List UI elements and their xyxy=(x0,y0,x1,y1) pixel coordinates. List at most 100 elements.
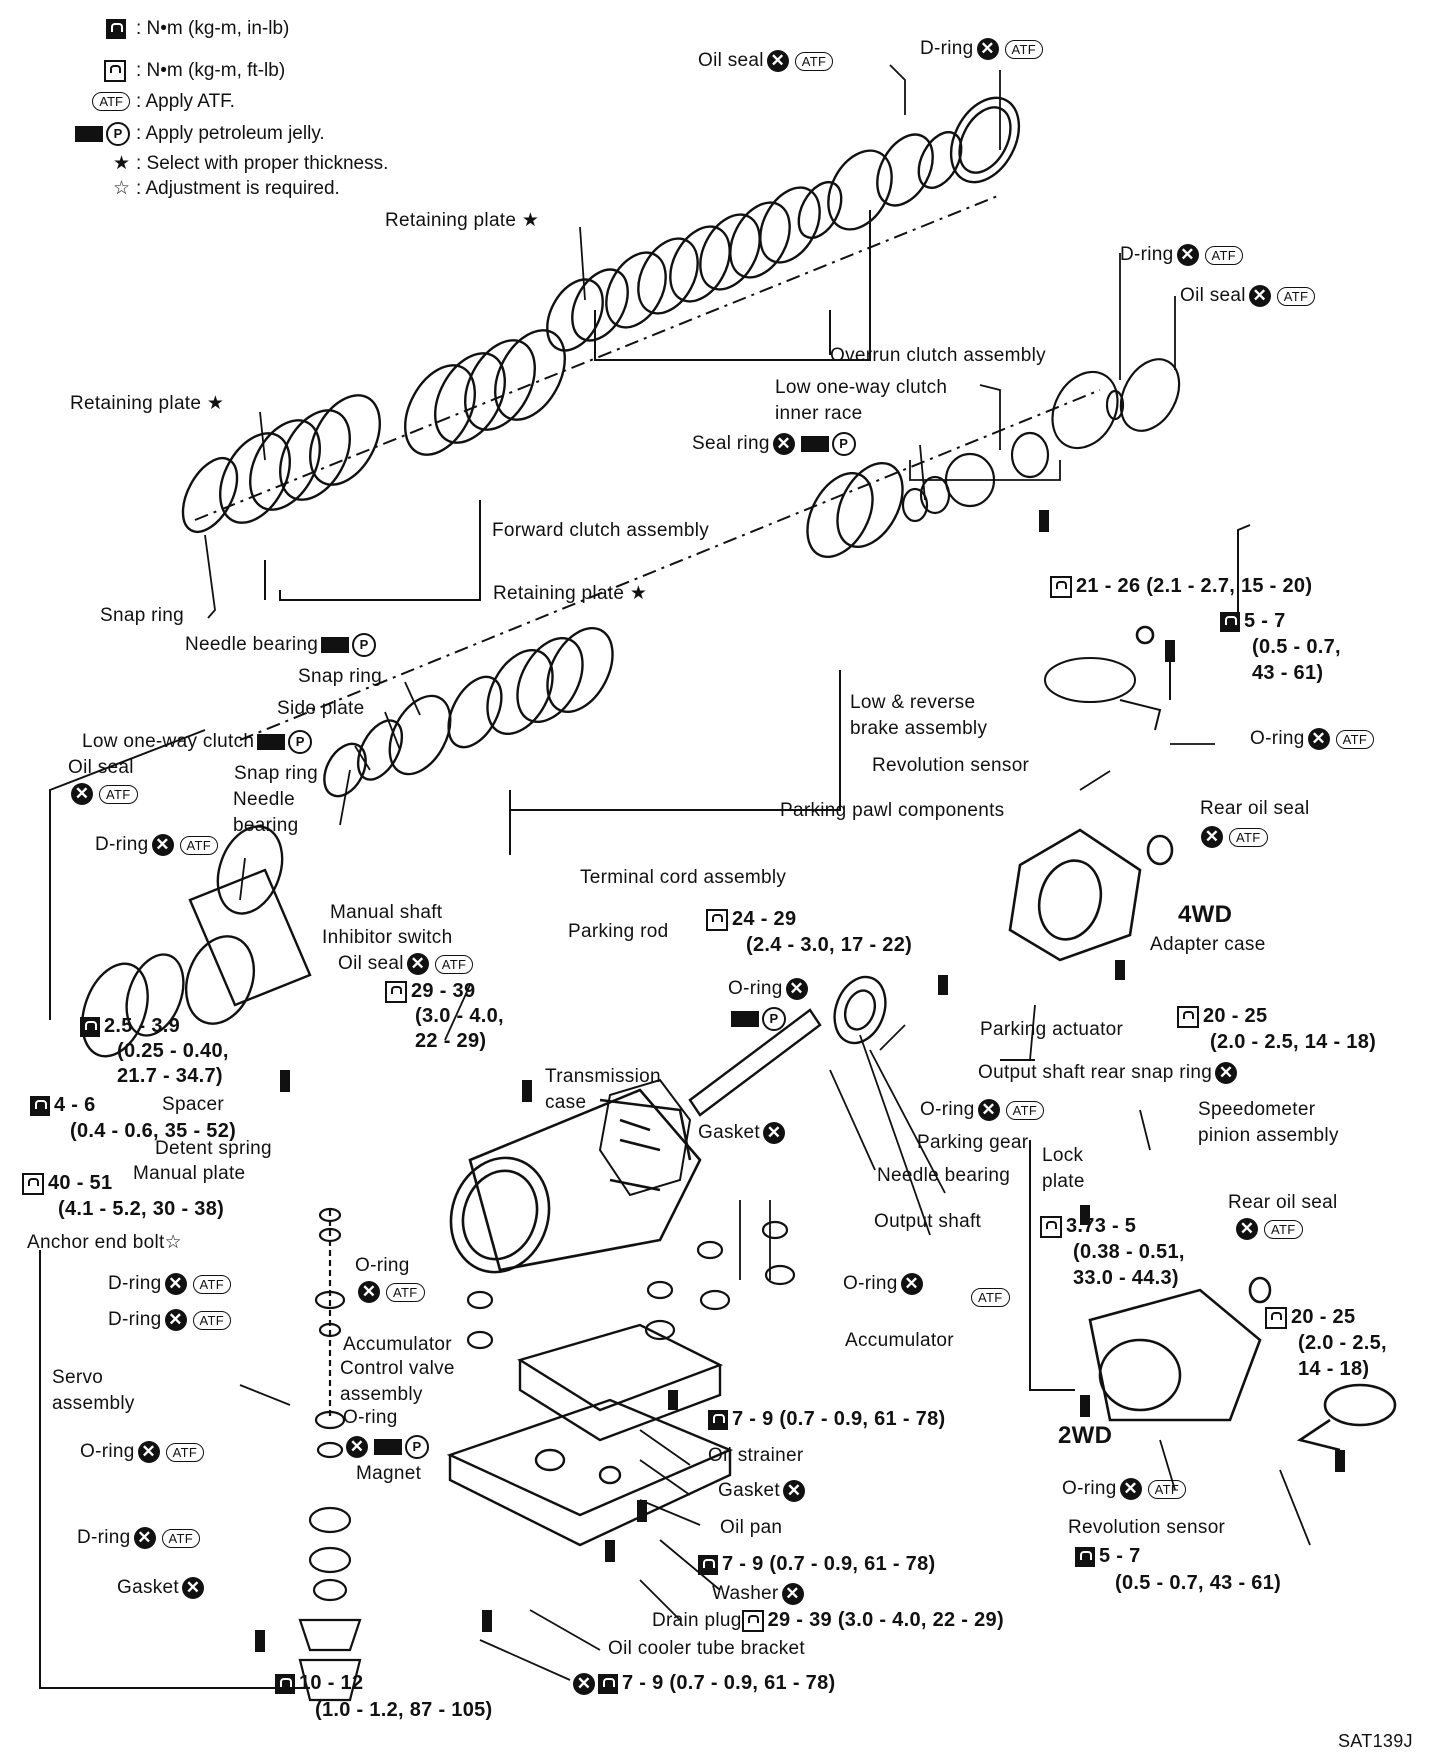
atf-icon: ATF xyxy=(99,784,138,804)
label-o-ring-s: O-ring✕ATF xyxy=(80,1441,205,1463)
label-torque-20a-2: (2.0 - 2.5, 14 - 18) xyxy=(1210,1031,1377,1053)
label-torque-5b-1: 5 - 7 xyxy=(1075,1545,1141,1567)
text: Seal ring xyxy=(692,433,770,455)
label-magnet: Magnet xyxy=(356,1463,422,1484)
torque-ftlb-icon xyxy=(741,1609,764,1632)
label-parking-actuator: Parking actuator xyxy=(980,1019,1124,1040)
text: D-ring xyxy=(108,1309,162,1331)
legend-select-text: : Select with proper thickness. xyxy=(136,153,389,174)
text: D-ring xyxy=(920,38,974,60)
atf-icon: ATF xyxy=(1335,729,1375,749)
legend-ftlb: : N•m (kg-m, ft-lb) xyxy=(40,60,285,82)
label-torque-20a-1: 20 - 25 xyxy=(1177,1005,1267,1028)
discard-icon: ✕ xyxy=(406,953,429,975)
label-parking-gear: Parking gear xyxy=(917,1132,1029,1153)
label-lock: Lock xyxy=(1042,1145,1084,1166)
open-star-icon: ☆ xyxy=(112,178,130,199)
petroleum-jelly-icon xyxy=(257,734,286,750)
text: 5 - 7 xyxy=(1244,610,1286,632)
label-torque-29a-3: 22 - 29) xyxy=(415,1030,487,1052)
label-inhibitor: Inhibitor switch xyxy=(322,927,453,948)
label-oil-seal-left-symbols: ✕ATF xyxy=(68,783,138,805)
label-retaining-plate-2: Retaining plate ★ xyxy=(70,393,225,414)
lowrev-bracket xyxy=(509,670,841,855)
label-torque-373-2: (0.38 - 0.51, xyxy=(1073,1241,1185,1263)
torque-ftlb-icon xyxy=(706,908,728,931)
label-servo-1: Servo xyxy=(52,1367,104,1388)
label-o-ring-pg: O-ring✕ATF xyxy=(920,1099,1045,1121)
label-manual-shaft: Manual shaft xyxy=(330,902,443,923)
text: Oil seal xyxy=(698,50,764,72)
twowd-frame xyxy=(1029,1140,1075,1391)
label-torque-4-1: 4 - 6 xyxy=(30,1094,96,1116)
label-speedo-1: Speedometer xyxy=(1198,1099,1316,1120)
label-detent: Detent spring xyxy=(155,1138,272,1159)
inner-race-parts xyxy=(901,358,1181,523)
forward-bracket xyxy=(279,500,481,601)
petroleum-p-icon: P xyxy=(762,1007,786,1031)
torque-inlb-icon xyxy=(708,1409,728,1430)
adapter-case-drawing xyxy=(1008,625,1174,962)
label-side-plate: Side plate xyxy=(277,698,365,719)
label-torque-24-1: 24 - 29 xyxy=(706,908,796,931)
label-torque-20b-1: 20 - 25 xyxy=(1265,1306,1355,1329)
atf-icon: ATF xyxy=(179,835,219,855)
label-snap-ring-2: Snap ring xyxy=(298,666,383,687)
text: 5 - 7 xyxy=(1099,1545,1141,1567)
label-torque-373-1: 3.73 - 5 xyxy=(1040,1215,1136,1238)
torque-inlb-icon xyxy=(106,18,126,39)
atf-icon: ATF xyxy=(1147,1479,1187,1499)
text: 10 - 12 xyxy=(299,1672,364,1694)
label-rear-oil-seal-1: Rear oil seal xyxy=(1200,798,1310,819)
label-o-ring-mid: O-ring✕ xyxy=(728,978,811,1000)
atf-icon: ATF xyxy=(1005,1100,1045,1120)
label-servo-2: assembly xyxy=(52,1393,135,1414)
label-needle-bearing-3: Needle bearing xyxy=(877,1165,1011,1186)
text: Gasket xyxy=(117,1577,179,1599)
text: Output shaft rear snap ring xyxy=(978,1062,1213,1084)
label-torque-20b-3: 14 - 18) xyxy=(1298,1358,1370,1380)
label-speedo-2: pinion assembly xyxy=(1198,1125,1339,1146)
legend-adjust-text: : Adjustment is required. xyxy=(136,178,340,199)
servo-stack xyxy=(298,1207,362,1702)
label-output-shaft: Output shaft xyxy=(874,1211,982,1232)
label-o-ring-acc: O-ring✕ xyxy=(843,1273,926,1295)
label-torque-5a-3: 43 - 61) xyxy=(1252,662,1324,684)
label-torque-40-2: (4.1 - 5.2, 30 - 38) xyxy=(58,1198,225,1220)
label-torque-10-2: (1.0 - 1.2, 87 - 105) xyxy=(315,1699,493,1721)
label-torque-5a-1: 5 - 7 xyxy=(1220,610,1286,632)
text: 29 - 39 xyxy=(411,980,476,1002)
bolt-marks xyxy=(255,510,1345,1652)
label-oil-seal-mid: Oil seal✕ATF xyxy=(338,953,474,975)
text: 24 - 29 xyxy=(732,908,797,930)
discard-icon: ✕ xyxy=(137,1441,160,1463)
discard-icon: ✕ xyxy=(164,1273,187,1295)
low-reverse-rings xyxy=(323,461,904,798)
label-oil-seal-left: Oil seal xyxy=(68,757,134,778)
label-torque-7a: 7 - 9 (0.7 - 0.9, 61 - 78) xyxy=(708,1408,945,1430)
discard-icon: ✕ xyxy=(976,38,999,60)
label-snap-ring-3: Snap ring xyxy=(234,763,319,784)
legend-atf-text: : Apply ATF. xyxy=(136,91,235,112)
label-accumulator-cv: Accumulator xyxy=(343,1334,452,1355)
torque-inlb-icon xyxy=(698,1554,718,1575)
label-low-ow-inner-2: inner race xyxy=(775,403,863,424)
text: Drain plug xyxy=(652,1610,742,1631)
legend-inlb: : N•m (kg-m, in-lb) xyxy=(40,18,289,40)
label-snap-ring-1: Snap ring xyxy=(100,605,185,626)
label-revolution-sensor-1: Revolution sensor xyxy=(872,755,1030,776)
torque-inlb-icon xyxy=(80,1016,100,1037)
text: O-ring xyxy=(80,1441,135,1463)
label-torque-5a-2: (0.5 - 0.7, xyxy=(1252,636,1341,658)
label-terminal-cord: Terminal cord assembly xyxy=(580,867,787,888)
label-gasket-3: Gasket✕ xyxy=(117,1577,207,1599)
transmission-case xyxy=(449,1088,702,1274)
label-washer: Washer✕ xyxy=(712,1583,807,1605)
output-shaft-drawing xyxy=(688,975,887,1117)
label-o-ring-rs: O-ring✕ATF xyxy=(1250,728,1375,750)
label-torque-7c: ✕7 - 9 (0.7 - 0.9, 61 - 78) xyxy=(570,1672,835,1695)
atf-icon: ATF xyxy=(1004,39,1044,59)
label-bearing-2: bearing xyxy=(233,815,299,836)
petroleum-jelly-icon xyxy=(75,126,103,142)
